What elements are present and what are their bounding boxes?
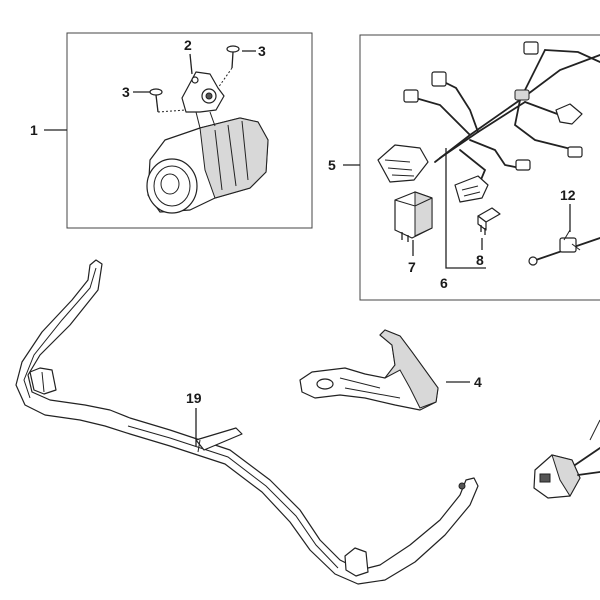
- callout-19: 19: [186, 390, 202, 406]
- bar-mount-tab-center: [195, 427, 243, 451]
- plug-connector-bottom: [533, 419, 600, 499]
- callout-7: 7: [408, 259, 416, 275]
- callout-4: 4: [474, 374, 482, 390]
- callout-2: 2: [184, 37, 192, 53]
- mounting-arm: [299, 329, 439, 411]
- callout-3-top: 3: [258, 43, 266, 59]
- bar-mount-tab-bottom: [344, 547, 369, 577]
- screw-left: [149, 88, 163, 113]
- fuse: [477, 207, 501, 235]
- fog-light-lens: [146, 158, 198, 214]
- callout-12: 12: [560, 187, 576, 203]
- wiring-harness: [377, 41, 600, 203]
- relay: [394, 191, 433, 242]
- group-box-wiring: [359, 34, 600, 301]
- harness-plug: [454, 175, 489, 203]
- callout-1: 1: [30, 122, 38, 138]
- protection-bar: [15, 259, 479, 585]
- connector-right: [555, 103, 583, 125]
- fog-light-assembly: [146, 71, 269, 214]
- connector-left: [403, 89, 419, 103]
- callout-8: 8: [476, 252, 484, 268]
- relay-socket: [377, 144, 429, 183]
- connector-top-2: [431, 71, 447, 87]
- callout-6: 6: [440, 275, 448, 291]
- screw-top: [226, 45, 240, 69]
- callout-3-left: 3: [122, 84, 130, 100]
- connector-top-1: [523, 41, 539, 55]
- callout-5: 5: [328, 157, 336, 173]
- cable-tie: [528, 229, 600, 266]
